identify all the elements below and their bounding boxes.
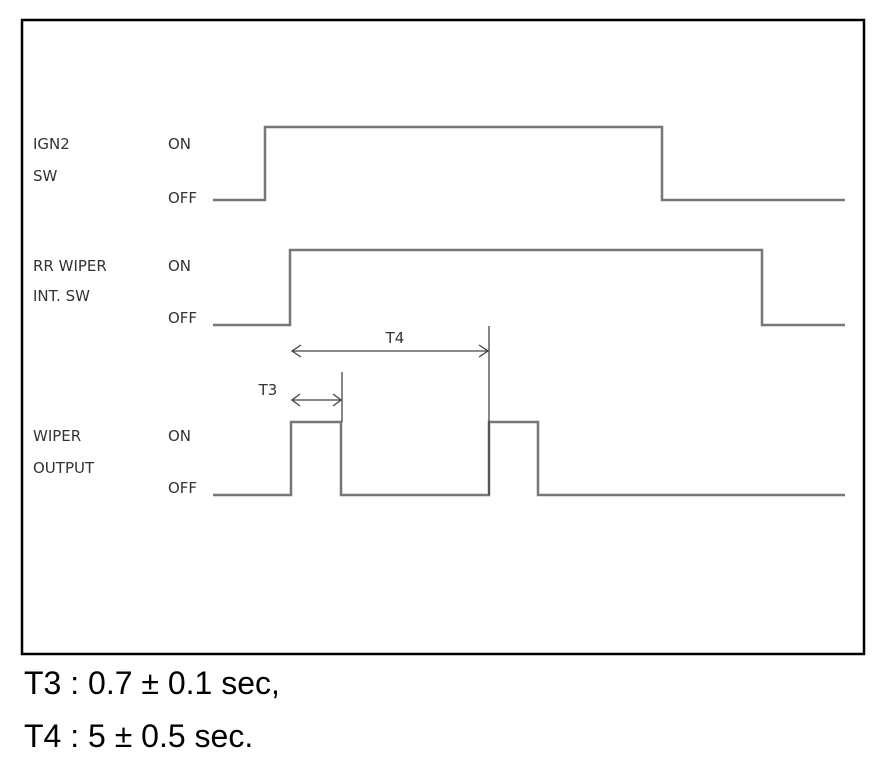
rr-wiper-off-label: OFF [168,309,197,327]
interval-t4: T4 [290,326,490,495]
wiper-output-on-label: ON [168,427,191,445]
t4-arrowhead-right [478,344,490,358]
t3-label: T3 [258,381,278,399]
timing-diagram: IGN2 SW ON OFF RR WIPER INT. SW ON OFF W… [20,18,866,656]
signal-name-rr-wiper-line2: INT. SW [33,287,90,305]
t3-arrowhead-left [290,393,301,407]
signal-name-wiper-output-line2: OUTPUT [33,459,95,477]
t4-arrowhead-left [290,344,302,358]
signal-wiper-output: WIPER OUTPUT ON OFF [33,420,845,497]
wiper-output-off-label: OFF [168,479,197,497]
t4-tolerance-note: T4 : 5 ± 0.5 sec. [24,718,254,754]
t3-arrowhead-right [332,393,343,407]
interval-t3: T3 [258,372,343,422]
ign2-off-label: OFF [168,189,197,207]
signal-name-wiper-output-line1: WIPER [33,427,81,445]
signal-ign2-sw: IGN2 SW ON OFF [33,125,845,207]
t4-label: T4 [385,329,405,347]
signal-rr-wiper-int-sw: RR WIPER INT. SW ON OFF [33,248,845,327]
t3-tolerance-note: T3 : 0.7 ± 0.1 sec, [24,665,280,701]
wiper-output-waveform [213,420,845,497]
signal-name-rr-wiper-line1: RR WIPER [33,257,107,275]
diagram-frame [20,18,866,656]
signal-name-ign2-line1: IGN2 [33,135,70,153]
rr-wiper-waveform [213,248,845,327]
ign2-on-label: ON [168,135,191,153]
signal-name-ign2-line2: SW [33,167,58,185]
ign2-waveform [213,125,845,202]
rr-wiper-on-label: ON [168,257,191,275]
